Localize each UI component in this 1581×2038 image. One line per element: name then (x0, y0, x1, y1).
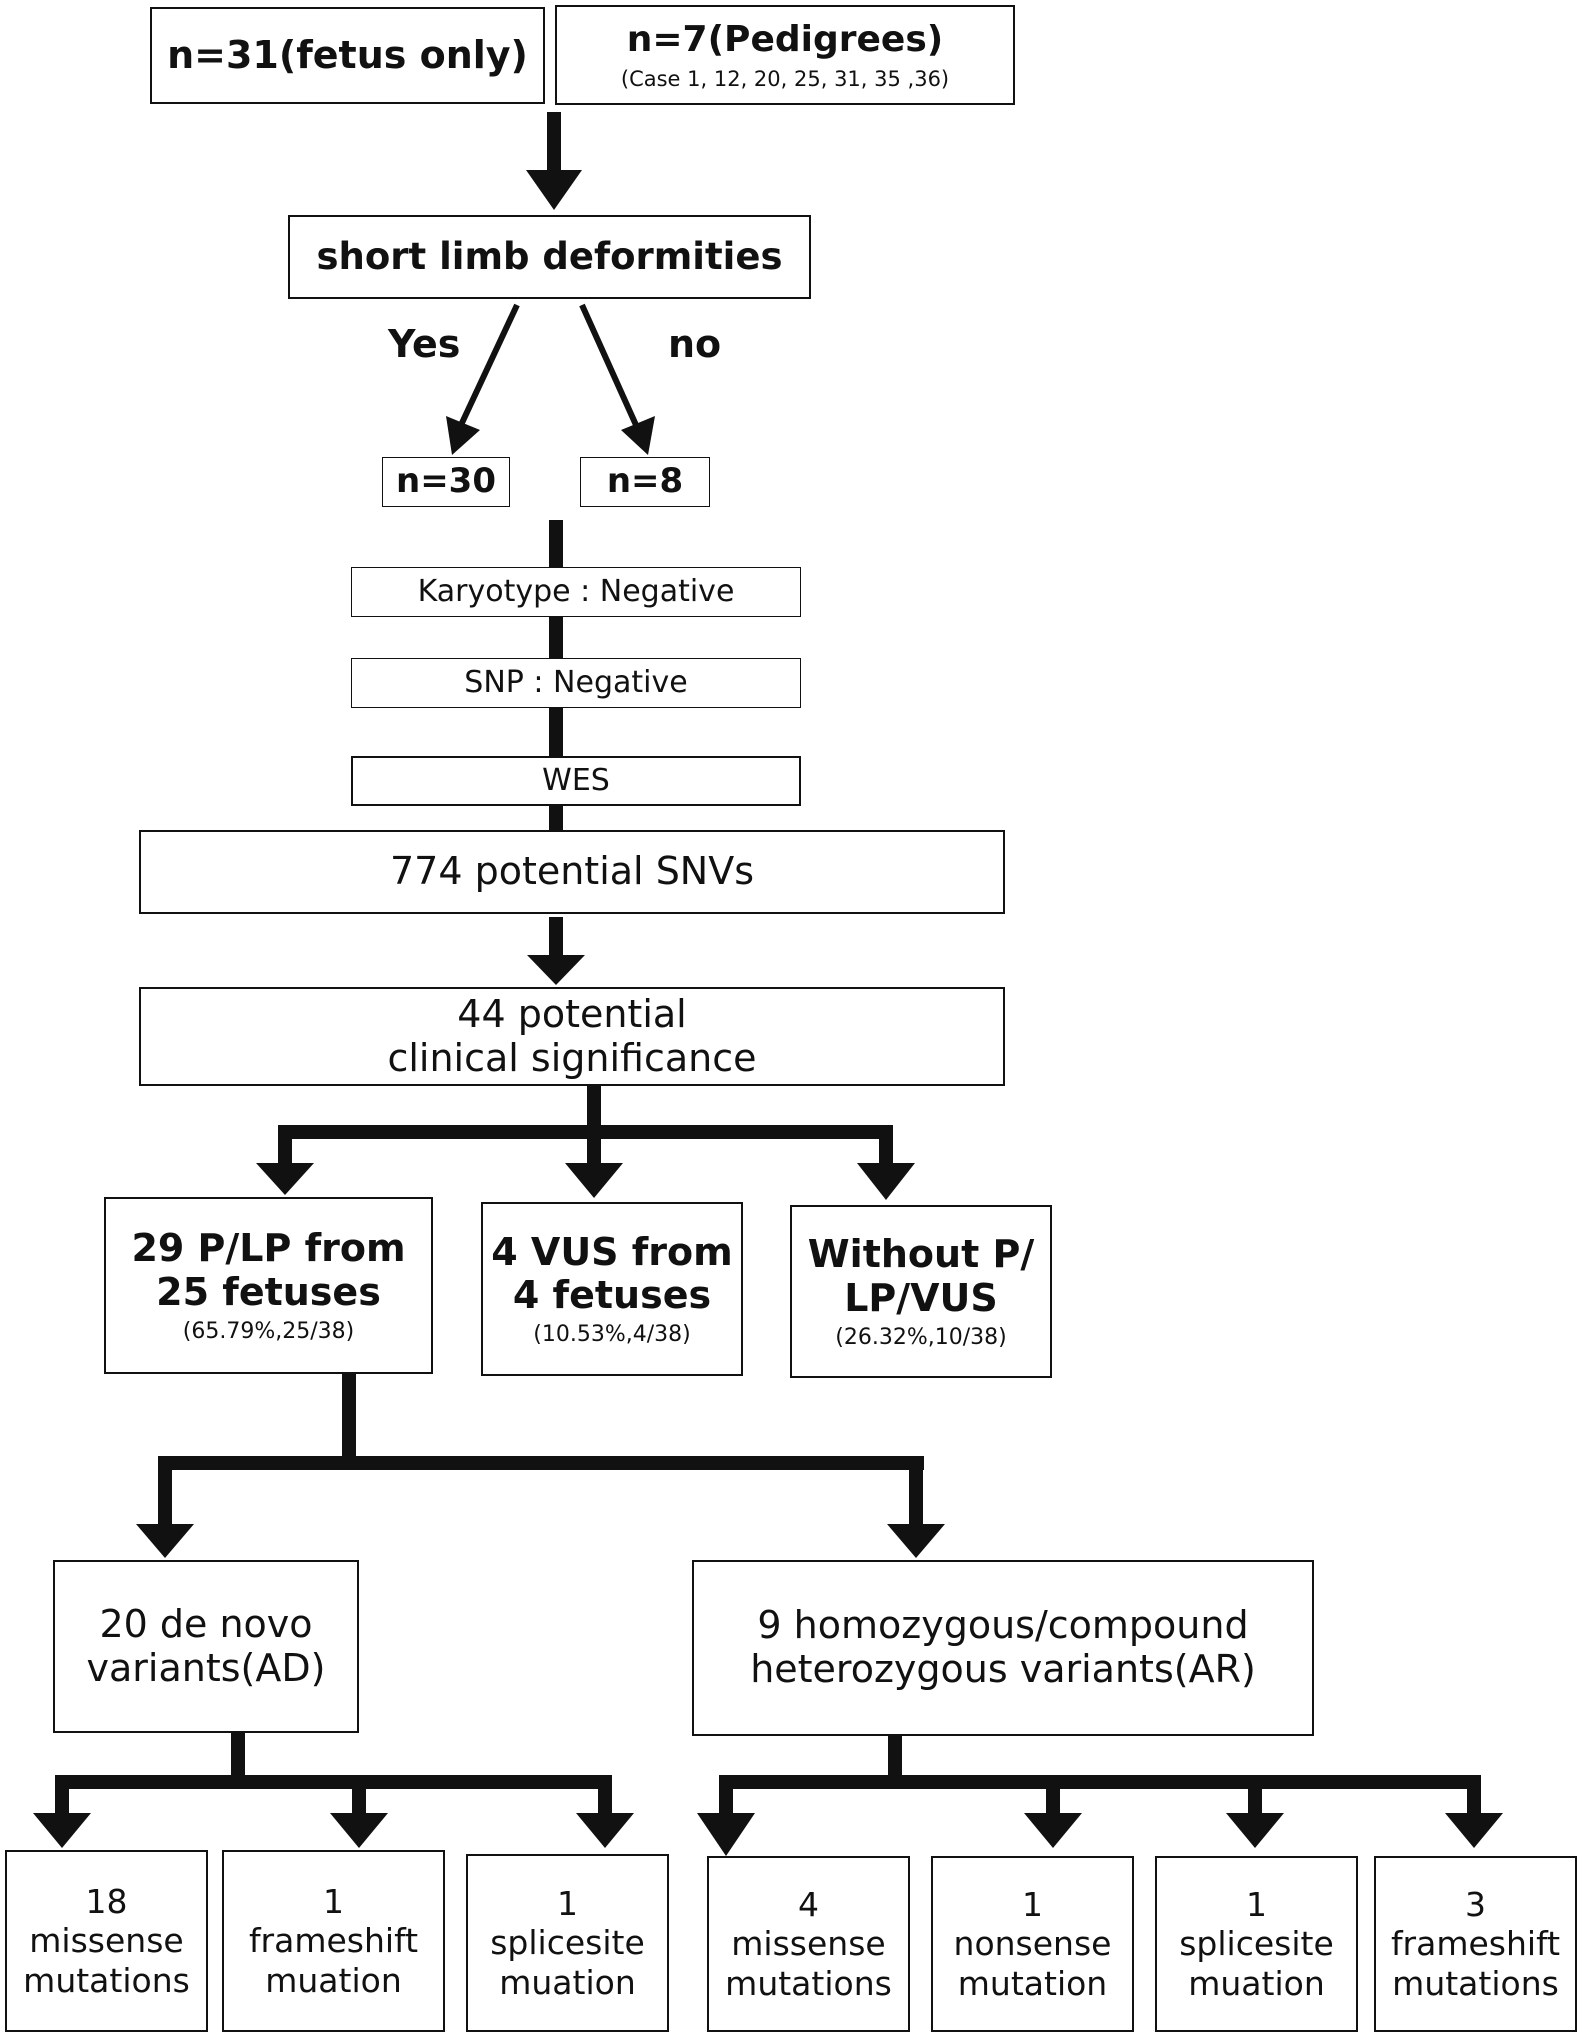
ar-type-count: 1 (1246, 1884, 1267, 1924)
ad-type-line2: muation (265, 1960, 402, 2000)
ad-type-count: 18 (85, 1881, 128, 1921)
ar-type-nonsense: 1 nonsense mutation (931, 1856, 1134, 2032)
ar-type-frameshift: 3 frameshift mutations (1374, 1856, 1577, 2032)
no-label: no (668, 322, 722, 366)
wes-label: WES (542, 762, 610, 798)
ad-line1: 20 de novo (99, 1601, 313, 1646)
pedigrees-cases: (Case 1, 12, 20, 25, 31, 35 ,36) (620, 66, 950, 91)
pedigrees-label: n=7(Pedigrees) (626, 19, 944, 61)
ar-type-splicesite: 1 splicesite muation (1155, 1856, 1358, 2032)
snvs-box: 774 potential SNVs (139, 830, 1005, 914)
ar-type-count: 1 (1022, 1884, 1043, 1924)
plp-line2: 25 fetuses (156, 1269, 381, 1314)
ad-type-line1: splicesite (490, 1923, 645, 1963)
fetus-only-label: n=31(fetus only) (167, 32, 528, 77)
ad-type-frameshift: 1 frameshift muation (222, 1850, 445, 2032)
short-limb-box: short limb deformities (288, 215, 811, 299)
none-line2: LP/VUS (844, 1275, 998, 1320)
ar-line1: 9 homozygous/compound (757, 1603, 1249, 1648)
wes-box: WES (351, 756, 801, 806)
no-count: n=8 (606, 461, 684, 502)
short-limb-label: short limb deformities (316, 234, 783, 278)
clinical-line2: clinical significance (387, 1035, 757, 1080)
ar-type-line1: nonsense (953, 1924, 1112, 1964)
ad-type-line2: muation (499, 1962, 636, 2002)
snp-label: SNP : Negative (464, 664, 688, 700)
ar-type-line2: muation (1188, 1963, 1325, 2003)
vus-line2: 4 fetuses (512, 1273, 712, 1318)
ar-type-count: 4 (798, 1884, 819, 1924)
ar-type-missense: 4 missense mutations (707, 1856, 910, 2032)
ad-type-splicesite: 1 splicesite muation (466, 1854, 669, 2032)
ar-type-count: 3 (1465, 1884, 1486, 1924)
none-line1: Without P/ (807, 1232, 1035, 1277)
ar-line2: heterozygous variants(AR) (750, 1647, 1256, 1691)
ad-type-count: 1 (557, 1883, 578, 1923)
vus-box: 4 VUS from 4 fetuses (10.53%,4/38) (481, 1202, 743, 1376)
snp-box: SNP : Negative (351, 658, 801, 708)
ar-type-line1: missense (731, 1924, 886, 1964)
clinical-box: 44 potential clinical significance (139, 987, 1005, 1086)
snvs-label: 774 potential SNVs (389, 849, 755, 894)
ad-line2: variants(AD) (86, 1645, 326, 1690)
pedigrees-box: n=7(Pedigrees) (Case 1, 12, 20, 25, 31, … (555, 5, 1015, 105)
plp-box: 29 P/LP from 25 fetuses (65.79%,25/38) (104, 1197, 433, 1374)
ar-type-line2: mutations (1392, 1963, 1559, 2003)
plp-pct: (65.79%,25/38) (182, 1318, 355, 1344)
none-box: Without P/ LP/VUS (26.32%,10/38) (790, 1205, 1052, 1378)
ad-type-line1: missense (29, 1921, 184, 1961)
ar-type-line1: splicesite (1179, 1924, 1334, 1964)
clinical-line1: 44 potential (457, 991, 687, 1036)
ar-box: 9 homozygous/compound heterozygous varia… (692, 1560, 1314, 1736)
yes-count: n=30 (395, 461, 496, 502)
karyotype-label: Karyotype : Negative (417, 573, 735, 609)
yes-label: Yes (388, 322, 461, 366)
ar-type-line2: mutations (725, 1963, 892, 2003)
none-pct: (26.32%,10/38) (835, 1324, 1007, 1350)
ad-type-line1: frameshift (248, 1921, 419, 1961)
fetus-only-box: n=31(fetus only) (150, 7, 545, 104)
vus-line1: 4 VUS from (491, 1229, 733, 1274)
vus-pct: (10.53%,4/38) (533, 1322, 691, 1348)
ad-box: 20 de novo variants(AD) (53, 1560, 359, 1733)
yes-count-box: n=30 (382, 457, 510, 507)
plp-line1: 29 P/LP from (131, 1226, 406, 1271)
ad-type-missense: 18 missense mutations (5, 1850, 208, 2032)
karyotype-box: Karyotype : Negative (351, 567, 801, 617)
ar-type-line1: frameshift (1390, 1924, 1561, 1964)
ar-type-line2: mutation (957, 1963, 1108, 2003)
no-count-box: n=8 (580, 457, 710, 507)
ad-type-line2: mutations (23, 1960, 190, 2000)
ad-type-count: 1 (323, 1881, 344, 1921)
